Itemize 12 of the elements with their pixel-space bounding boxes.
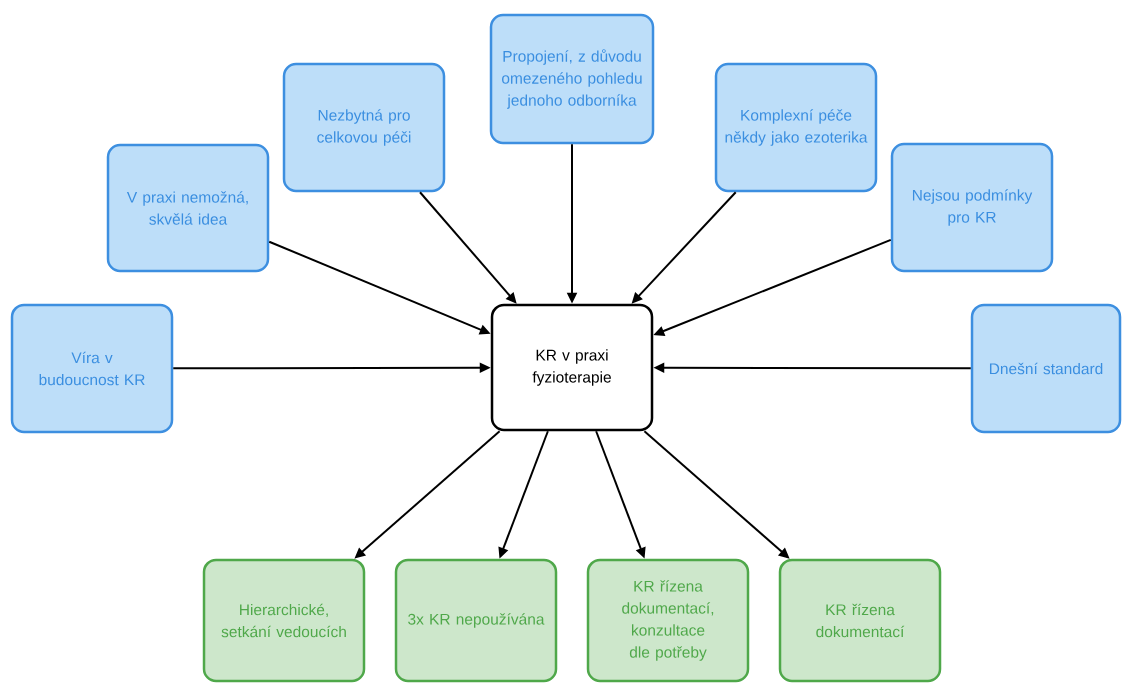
topic-box: Víra v budoucnost KR <box>10 303 174 434</box>
topic-box: Propojení, z důvodu omezeného pohledu jednoho odborníka <box>489 13 655 145</box>
outcome-box: Hierarchické, setkání vedoucích <box>202 558 366 683</box>
topic-box: Dnešní standard <box>970 303 1122 434</box>
topic-box: V praxi nemožná, skvělá idea <box>106 143 270 273</box>
outcome-box: KR řízena dokumentací, konzultace dle potřeby <box>586 558 750 683</box>
topic-box: Komplexní péče někdy jako ezoterika <box>714 62 878 193</box>
outcome-box: 3x KR nepoužívána <box>394 558 558 683</box>
central-box: KR v praxi fyzioterapie <box>490 303 654 432</box>
topic-box: Nezbytná pro celkovou péči <box>282 62 446 193</box>
outcome-box: KR řízena dokumentací <box>778 558 942 683</box>
topic-box: Nejsou podmínky pro KR <box>890 142 1054 273</box>
